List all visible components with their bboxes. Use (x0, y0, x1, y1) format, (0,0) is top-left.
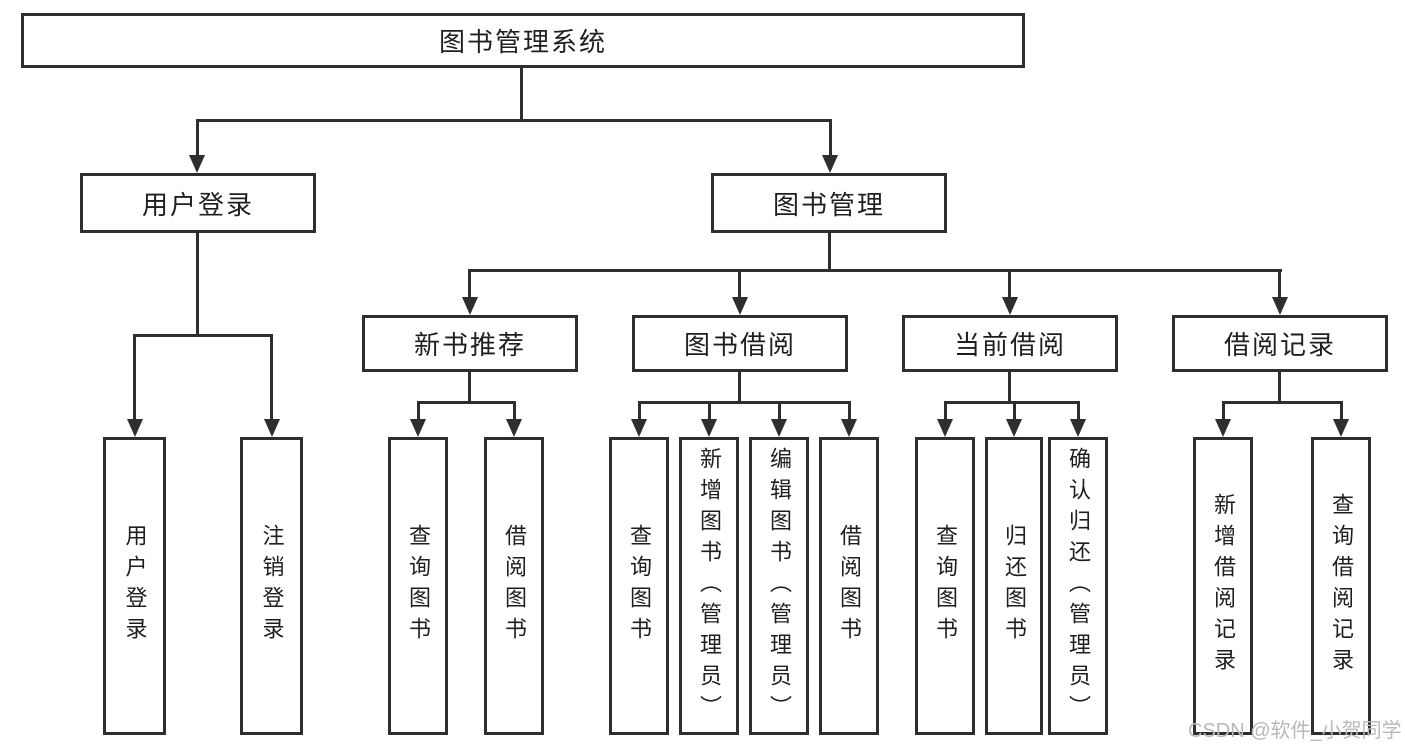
leaf-add-books-admin: 新增图书（管理员） (679, 437, 739, 735)
node-current-borrowing: 当前借阅 (902, 315, 1118, 372)
connector-l3-stub (468, 272, 471, 297)
arrow-down-icon (841, 419, 857, 437)
connector-nb-hline (417, 401, 516, 404)
connector-book-mgmt-vline (828, 233, 831, 272)
connector-br-hline (1222, 401, 1343, 404)
arrow-down-icon (506, 419, 522, 437)
connector-cb-hline (944, 401, 1080, 404)
node-new-book-recommend-label: 新书推荐 (413, 330, 526, 360)
leaf-confirm-return-admin-label: 确认归还（管理员） (1066, 446, 1091, 726)
leaf-add-borrow-record-label: 新增借阅记录 (1211, 493, 1236, 679)
connector-user-login-hline (133, 334, 273, 337)
connector-leaf-stub (513, 404, 516, 419)
node-book-management-label: 图书管理 (772, 189, 885, 220)
node-user-login: 用户登录 (80, 173, 316, 233)
connector-l3-stub (738, 272, 741, 297)
leaf-borrow-books: 借阅图书 (819, 437, 879, 735)
connector-leaf-stub (270, 337, 273, 419)
arrow-down-icon (1006, 419, 1022, 437)
leaf-query-books-borrowing-label: 查询图书 (627, 524, 652, 648)
node-user-login-label: 用户登录 (141, 189, 254, 220)
arrow-down-icon (937, 419, 953, 437)
arrow-down-icon (701, 419, 717, 437)
node-current-borrowing-label: 当前借阅 (953, 330, 1066, 360)
connector-leaf-stub (1013, 404, 1016, 419)
connector-leaf-stub (944, 404, 947, 419)
node-library-system-label: 图书管理系统 (438, 27, 607, 57)
arrow-down-icon (264, 419, 280, 437)
leaf-logout-label: 注销登录 (259, 524, 285, 648)
arrow-down-icon (631, 419, 647, 437)
connector-leaf-stub (133, 337, 136, 419)
leaf-query-books-borrowing: 查询图书 (609, 437, 669, 735)
connector-leaf-stub (848, 404, 851, 419)
connector-book-mgmt-stub (829, 121, 832, 155)
node-borrowing-records-label: 借阅记录 (1223, 330, 1336, 360)
arrow-down-icon (1002, 297, 1018, 315)
arrow-down-icon (732, 297, 748, 315)
connector-leaf-stub (708, 404, 711, 419)
connector-l3-stub (1278, 272, 1281, 297)
arrow-down-icon (410, 419, 426, 437)
leaf-add-borrow-record: 新增借阅记录 (1193, 437, 1253, 735)
connector-user-login-vline (196, 233, 199, 336)
leaf-logout: 注销登录 (240, 437, 303, 735)
leaf-add-books-admin-label: 新增图书（管理员） (697, 446, 722, 726)
leaf-query-books-current: 查询图书 (915, 437, 975, 735)
leaf-query-books-recommend: 查询图书 (388, 437, 448, 735)
leaf-return-books: 归还图书 (985, 437, 1043, 735)
connector-root-hline (196, 119, 832, 122)
connector-cb-vline (1008, 372, 1011, 404)
node-new-book-recommend: 新书推荐 (362, 315, 578, 372)
leaf-edit-books-admin: 编辑图书（管理员） (749, 437, 809, 735)
connector-leaf-stub (638, 404, 641, 419)
arrow-down-icon (127, 419, 143, 437)
connector-leaf-stub (1340, 404, 1343, 419)
connector-book-mgmt-hline (468, 269, 1282, 272)
connector-br-vline (1278, 372, 1281, 404)
connector-root-vline (520, 68, 523, 122)
leaf-confirm-return-admin: 确认归还（管理员） (1048, 437, 1108, 735)
node-book-borrowing: 图书借阅 (632, 315, 848, 372)
connector-nb-vline (468, 372, 471, 404)
node-book-management: 图书管理 (711, 173, 947, 233)
node-book-borrowing-label: 图书借阅 (683, 330, 796, 360)
leaf-user-login-label: 用户登录 (122, 524, 148, 648)
leaf-user-login: 用户登录 (103, 437, 166, 735)
leaf-borrow-books-recommend: 借阅图书 (484, 437, 544, 735)
connector-bb-vline (738, 372, 741, 404)
arrow-down-icon (462, 297, 478, 315)
arrow-down-icon (189, 155, 205, 173)
leaf-edit-books-admin-label: 编辑图书（管理员） (767, 446, 792, 726)
leaf-borrow-books-label: 借阅图书 (837, 524, 862, 648)
leaf-query-borrow-record-label: 查询借阅记录 (1329, 493, 1354, 679)
connector-bb-hline (638, 401, 851, 404)
connector-user-login-stub (196, 121, 199, 155)
arrow-down-icon (822, 155, 838, 173)
node-borrowing-records: 借阅记录 (1172, 315, 1388, 372)
connector-leaf-stub (417, 404, 420, 419)
leaf-borrow-books-recommend-label: 借阅图书 (502, 524, 527, 648)
arrow-down-icon (1333, 419, 1349, 437)
arrow-down-icon (1215, 419, 1231, 437)
leaf-query-books-recommend-label: 查询图书 (406, 524, 431, 648)
watermark: CSDN @软件_小贺同学 (1188, 720, 1402, 742)
leaf-return-books-label: 归还图书 (1002, 524, 1027, 648)
connector-leaf-stub (1077, 404, 1080, 419)
arrow-down-icon (1272, 297, 1288, 315)
connector-leaf-stub (1222, 404, 1225, 419)
leaf-query-borrow-record: 查询借阅记录 (1311, 437, 1371, 735)
arrow-down-icon (1070, 419, 1086, 437)
leaf-query-books-current-label: 查询图书 (933, 524, 958, 648)
arrow-down-icon (771, 419, 787, 437)
connector-l3-stub (1008, 272, 1011, 297)
connector-leaf-stub (778, 404, 781, 419)
node-library-system: 图书管理系统 (21, 13, 1025, 68)
